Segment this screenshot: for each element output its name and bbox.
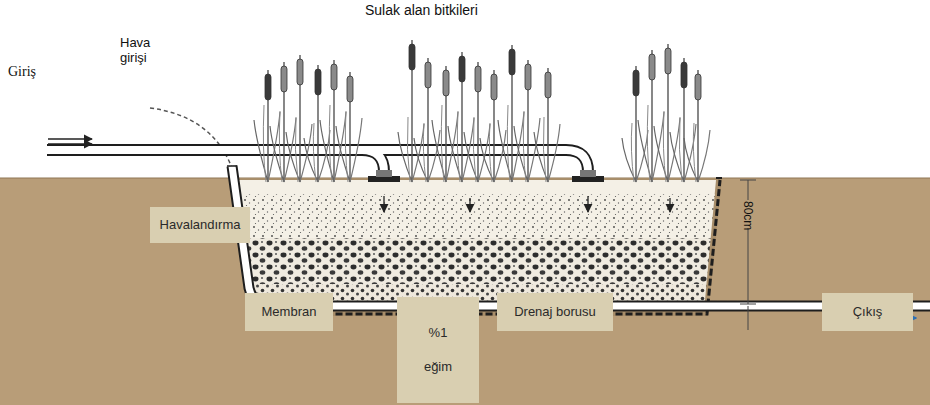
drain-pipe <box>232 166 930 306</box>
air-intake-line <box>150 108 232 168</box>
plant-label: Sulak alan bitkileri <box>365 2 478 18</box>
callout-text: %1 eğim <box>419 316 458 384</box>
callout-box: Havalandırma <box>150 207 250 243</box>
dimension-line <box>740 180 756 304</box>
ground <box>0 178 930 405</box>
inlet-label: Giriş <box>8 64 36 80</box>
callout-box: Membran <box>245 293 333 331</box>
inlet-arrow <box>48 138 92 139</box>
callout-text: Drenaj borusu <box>514 304 596 320</box>
callout-text: Membran <box>262 304 317 320</box>
dimension-label: 80cm <box>740 201 754 230</box>
callout-text: Havalandırma <box>160 217 241 233</box>
callout-box: %1 eğim <box>397 297 479 403</box>
air-intake-label: Hava girişi <box>120 36 164 66</box>
callout-text: Çıkış <box>853 304 883 320</box>
wetland-plants <box>254 40 710 182</box>
callout-box: Çıkış <box>822 293 913 331</box>
callout-box: Drenaj borusu <box>497 293 613 331</box>
